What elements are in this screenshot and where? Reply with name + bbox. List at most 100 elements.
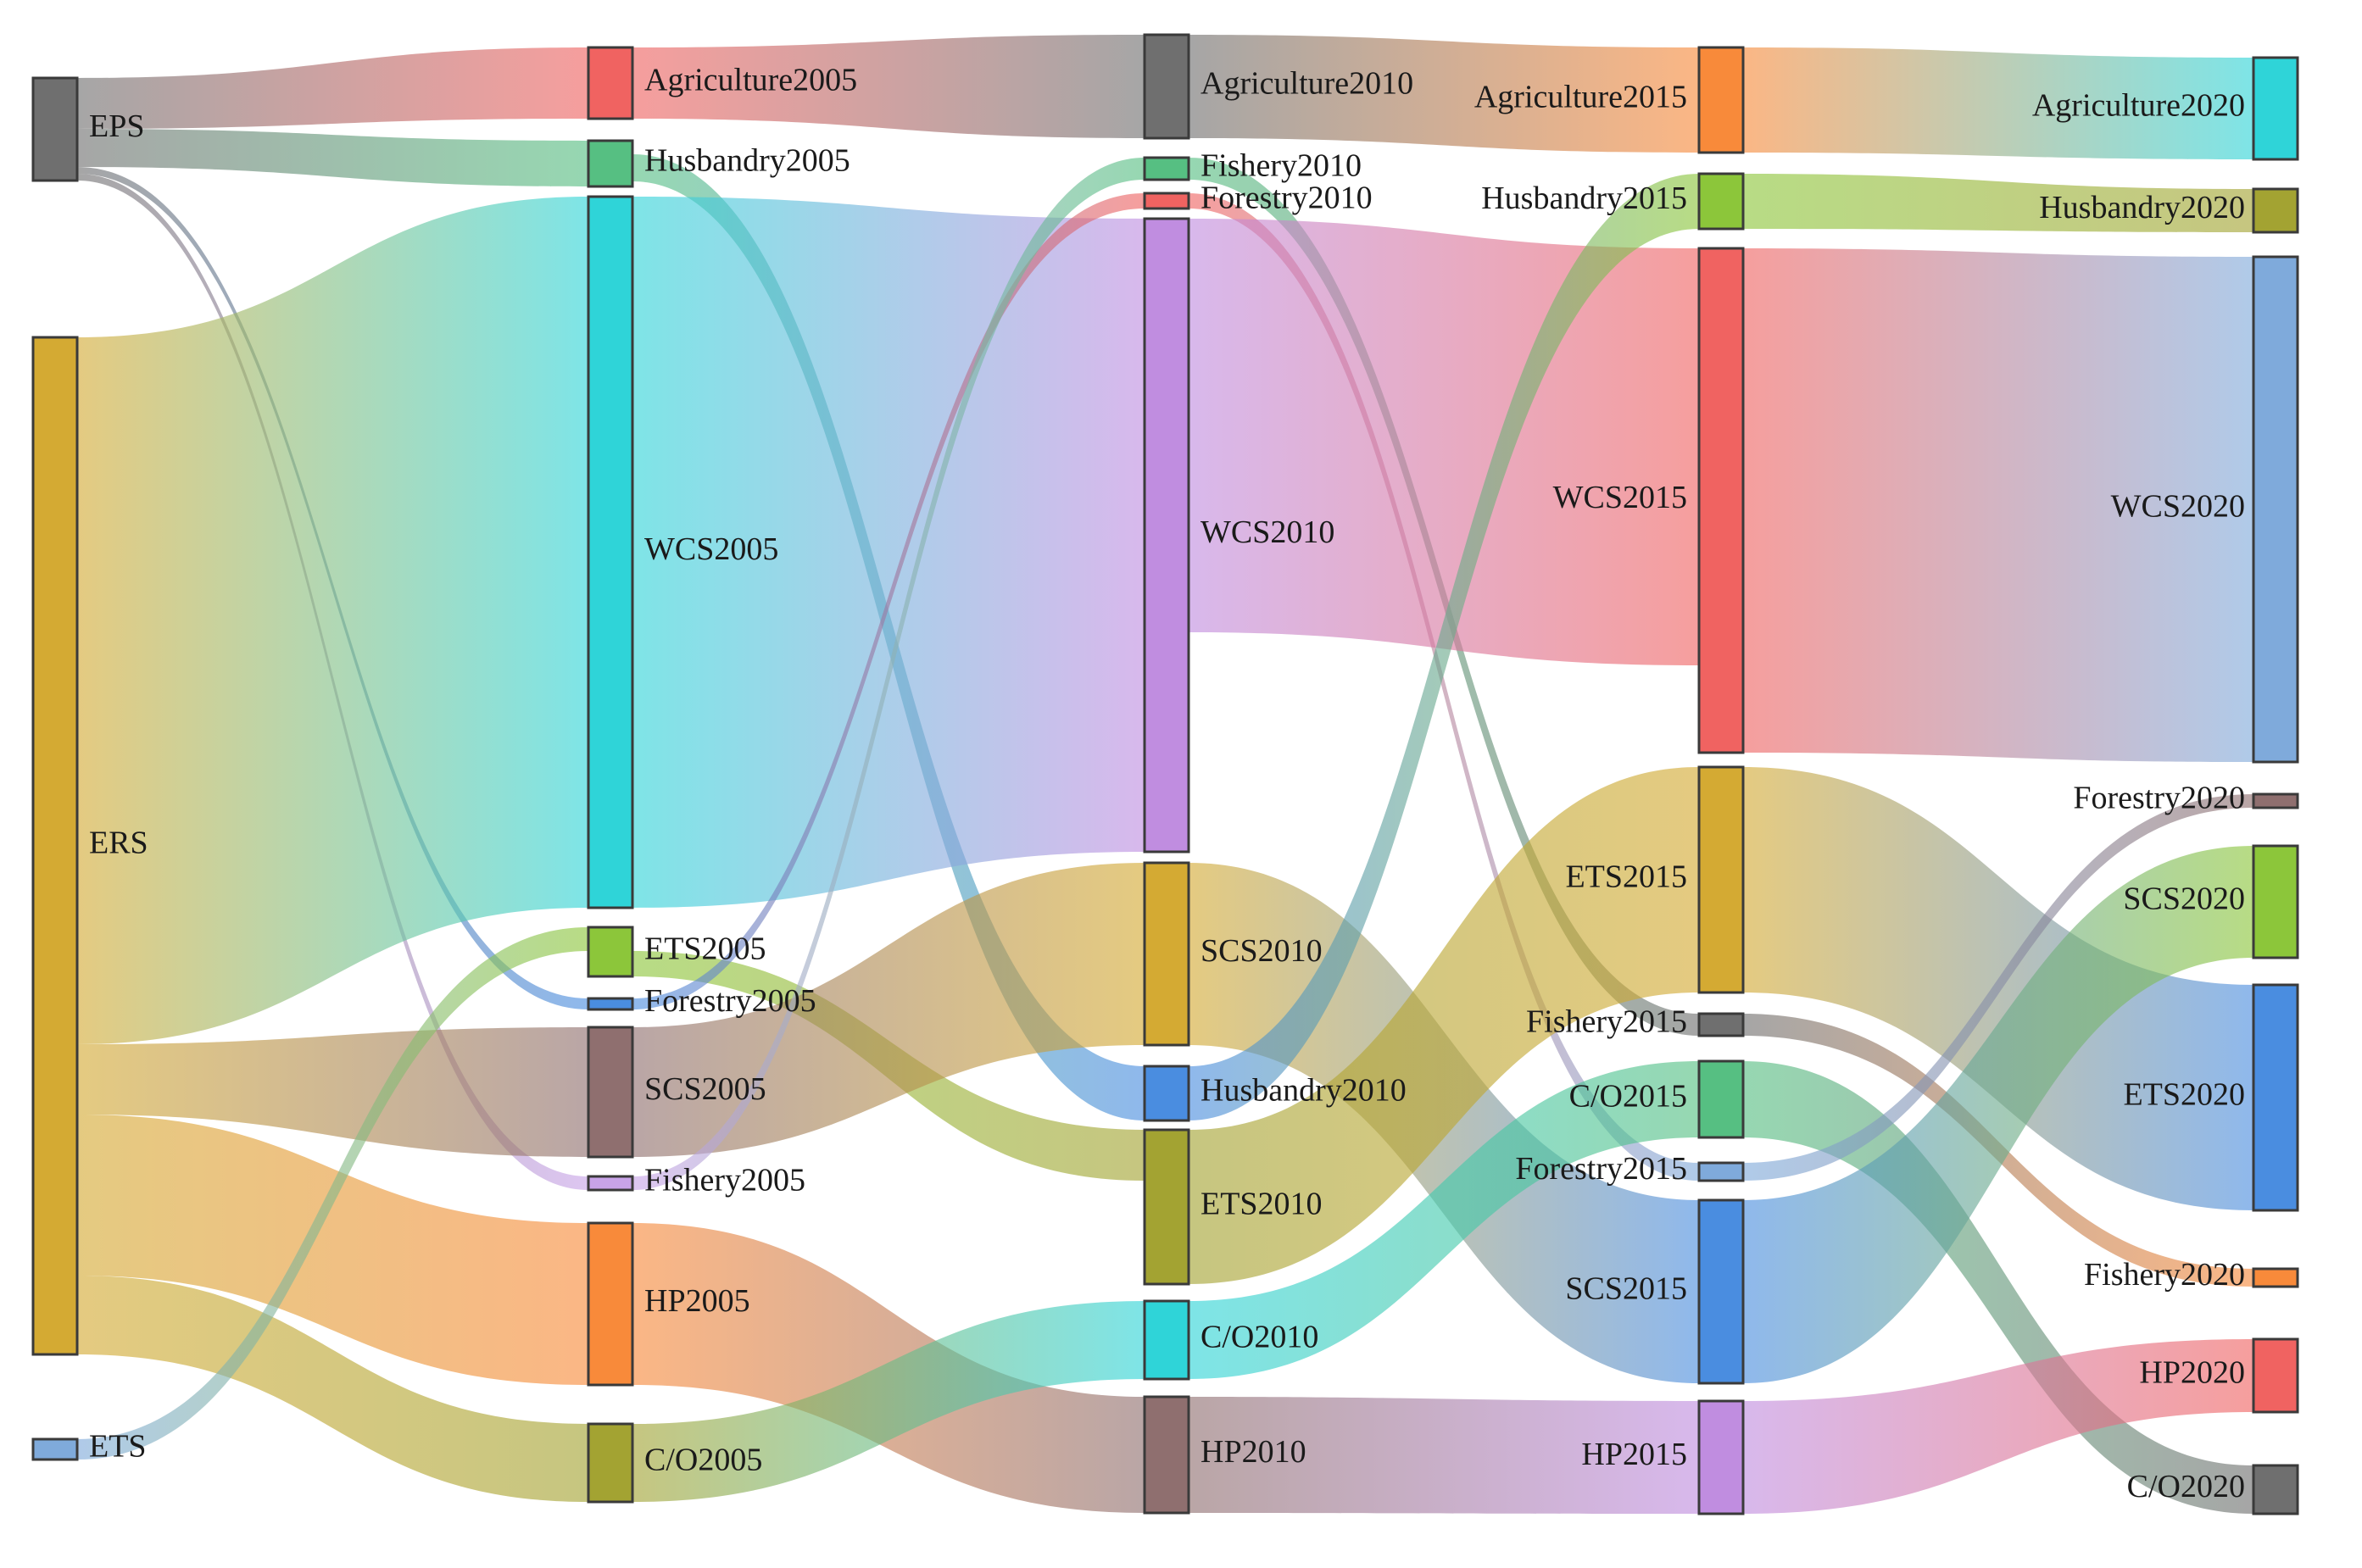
node-bar-husbandry2015 bbox=[1697, 172, 1745, 231]
node-bar-husbandry2010 bbox=[1143, 1065, 1190, 1122]
node-ets2010: ETS2010 bbox=[1143, 1128, 1323, 1286]
node-husbandry2010: Husbandry2010 bbox=[1143, 1065, 1407, 1122]
link-hp2015-to-hp2020 bbox=[1743, 1339, 2253, 1514]
node-bar-c-o2015 bbox=[1697, 1059, 1745, 1139]
node-bar-forestry2015 bbox=[1697, 1161, 1745, 1182]
node-bar-scs2005 bbox=[587, 1026, 634, 1159]
node-bar-ets2015 bbox=[1697, 765, 1745, 994]
node-label-ets2015: ETS2015 bbox=[1565, 859, 1687, 895]
node-ets2005: ETS2005 bbox=[587, 926, 766, 978]
node-bar-ers bbox=[31, 336, 79, 1356]
node-label-fishery2005: Fishery2005 bbox=[644, 1163, 805, 1198]
link-husbandry2010-to-husbandry2015 bbox=[1189, 174, 1699, 1120]
node-label-wcs2005: WCS2005 bbox=[644, 531, 778, 567]
node-ets2015: ETS2015 bbox=[1565, 765, 1745, 994]
node-label-hp2005: HP2005 bbox=[644, 1283, 750, 1319]
node-bar-wcs2015 bbox=[1697, 247, 1745, 754]
link-scs2015-to-scs2020 bbox=[1743, 846, 2253, 1383]
node-label-hp2020: HP2020 bbox=[2139, 1355, 2245, 1391]
node-bar-hp2010 bbox=[1143, 1395, 1190, 1515]
node-bar-agriculture2015 bbox=[1697, 46, 1745, 154]
node-label-scs2010: SCS2010 bbox=[1200, 933, 1323, 969]
node-label-agriculture2005: Agriculture2005 bbox=[644, 63, 857, 98]
node-label-forestry2010: Forestry2010 bbox=[1200, 181, 1373, 216]
node-bar-hp2005 bbox=[587, 1221, 634, 1387]
link-ers-to-wcs2005 bbox=[77, 197, 588, 1044]
node-bar-forestry2005 bbox=[587, 997, 634, 1011]
node-bar-scs2015 bbox=[1697, 1198, 1745, 1385]
node-husbandry2005: Husbandry2005 bbox=[587, 139, 850, 188]
node-ets2020: ETS2020 bbox=[2123, 983, 2299, 1212]
node-scs2010: SCS2010 bbox=[1143, 861, 1323, 1047]
link-agriculture2005-to-agriculture2010 bbox=[632, 35, 1145, 138]
node-bar-ets2010 bbox=[1143, 1128, 1190, 1286]
node-fishery2005: Fishery2005 bbox=[587, 1163, 805, 1198]
node-label-hp2010: HP2010 bbox=[1200, 1434, 1306, 1470]
node-bar-eps bbox=[31, 76, 79, 182]
node-bar-c-o2020 bbox=[2252, 1464, 2299, 1515]
node-label-fishery2015: Fishery2015 bbox=[1526, 1004, 1687, 1040]
node-label-husbandry2010: Husbandry2010 bbox=[1200, 1073, 1407, 1109]
node-label-wcs2020: WCS2020 bbox=[2111, 489, 2245, 525]
node-bar-forestry2010 bbox=[1143, 192, 1190, 210]
node-ets: ETS bbox=[31, 1429, 147, 1465]
link-hp2010-to-hp2015 bbox=[1189, 1397, 1699, 1514]
node-wcs2020: WCS2020 bbox=[2111, 255, 2299, 764]
node-bar-fishery2015 bbox=[1697, 1012, 1745, 1037]
node-forestry2015: Forestry2015 bbox=[1515, 1151, 1745, 1187]
node-fishery2010: Fishery2010 bbox=[1143, 148, 1362, 184]
link-husbandry2015-to-husbandry2020 bbox=[1743, 174, 2253, 232]
node-forestry2005: Forestry2005 bbox=[587, 983, 816, 1019]
node-scs2020: SCS2020 bbox=[2123, 844, 2299, 959]
node-label-eps: EPS bbox=[89, 108, 144, 144]
node-label-husbandry2020: Husbandry2020 bbox=[2039, 190, 2245, 225]
node-husbandry2020: Husbandry2020 bbox=[2039, 187, 2299, 234]
node-label-forestry2015: Forestry2015 bbox=[1515, 1151, 1687, 1187]
node-fishery2015: Fishery2015 bbox=[1526, 1004, 1745, 1040]
node-hp2005: HP2005 bbox=[587, 1221, 750, 1387]
node-label-fishery2010: Fishery2010 bbox=[1200, 148, 1362, 184]
link-ers-to-scs2005 bbox=[77, 1027, 588, 1157]
node-bar-husbandry2020 bbox=[2252, 187, 2299, 234]
node-label-wcs2015: WCS2015 bbox=[1553, 480, 1687, 515]
link-scs2005-to-scs2010 bbox=[632, 863, 1145, 1157]
node-label-forestry2005: Forestry2005 bbox=[644, 983, 816, 1019]
node-label-c-o2015: C/O2015 bbox=[1569, 1079, 1687, 1115]
node-label-c-o2010: C/O2010 bbox=[1200, 1320, 1318, 1355]
node-bar-ets2020 bbox=[2252, 983, 2299, 1212]
node-forestry2020: Forestry2020 bbox=[2073, 781, 2299, 816]
node-label-ets2020: ETS2020 bbox=[2123, 1077, 2245, 1113]
node-scs2005: SCS2005 bbox=[587, 1026, 766, 1159]
node-bar-c-o2010 bbox=[1143, 1299, 1190, 1381]
node-label-forestry2020: Forestry2020 bbox=[2073, 781, 2245, 816]
node-label-hp2015: HP2015 bbox=[1581, 1437, 1687, 1472]
node-label-agriculture2015: Agriculture2015 bbox=[1474, 80, 1687, 115]
node-bar-agriculture2010 bbox=[1143, 33, 1190, 140]
link-wcs2010-to-wcs2015 bbox=[1189, 219, 1699, 665]
node-bar-ets bbox=[31, 1437, 79, 1461]
node-label-c-o2005: C/O2005 bbox=[644, 1443, 762, 1478]
node-agriculture2005: Agriculture2005 bbox=[587, 46, 857, 120]
link-wcs2015-to-wcs2020 bbox=[1743, 248, 2253, 762]
node-bar-ets2005 bbox=[587, 926, 634, 978]
node-bar-hp2015 bbox=[1697, 1399, 1745, 1515]
node-agriculture2010: Agriculture2010 bbox=[1143, 33, 1413, 140]
node-fishery2020: Fishery2020 bbox=[2084, 1257, 2299, 1293]
link-c-o2005-to-c-o2010 bbox=[632, 1301, 1145, 1502]
node-label-ers: ERS bbox=[89, 826, 148, 861]
node-bar-husbandry2005 bbox=[587, 139, 634, 188]
node-hp2020: HP2020 bbox=[2139, 1337, 2299, 1414]
node-bar-hp2020 bbox=[2252, 1337, 2299, 1414]
node-label-scs2005: SCS2005 bbox=[644, 1071, 766, 1107]
node-label-fishery2020: Fishery2020 bbox=[2084, 1257, 2245, 1293]
link-forestry2010-to-forestry2015 bbox=[1189, 193, 1699, 1181]
node-scs2015: SCS2015 bbox=[1565, 1198, 1745, 1385]
node-c-o2020: C/O2020 bbox=[2127, 1464, 2299, 1515]
node-bar-fishery2010 bbox=[1143, 156, 1190, 181]
node-label-scs2015: SCS2015 bbox=[1565, 1271, 1687, 1307]
link-forestry2015-to-forestry2020 bbox=[1743, 794, 2253, 1181]
node-wcs2005: WCS2005 bbox=[587, 195, 778, 909]
link-agriculture2010-to-agriculture2015 bbox=[1189, 35, 1699, 153]
node-c-o2005: C/O2005 bbox=[587, 1422, 762, 1504]
link-agriculture2015-to-agriculture2020 bbox=[1743, 47, 2253, 159]
